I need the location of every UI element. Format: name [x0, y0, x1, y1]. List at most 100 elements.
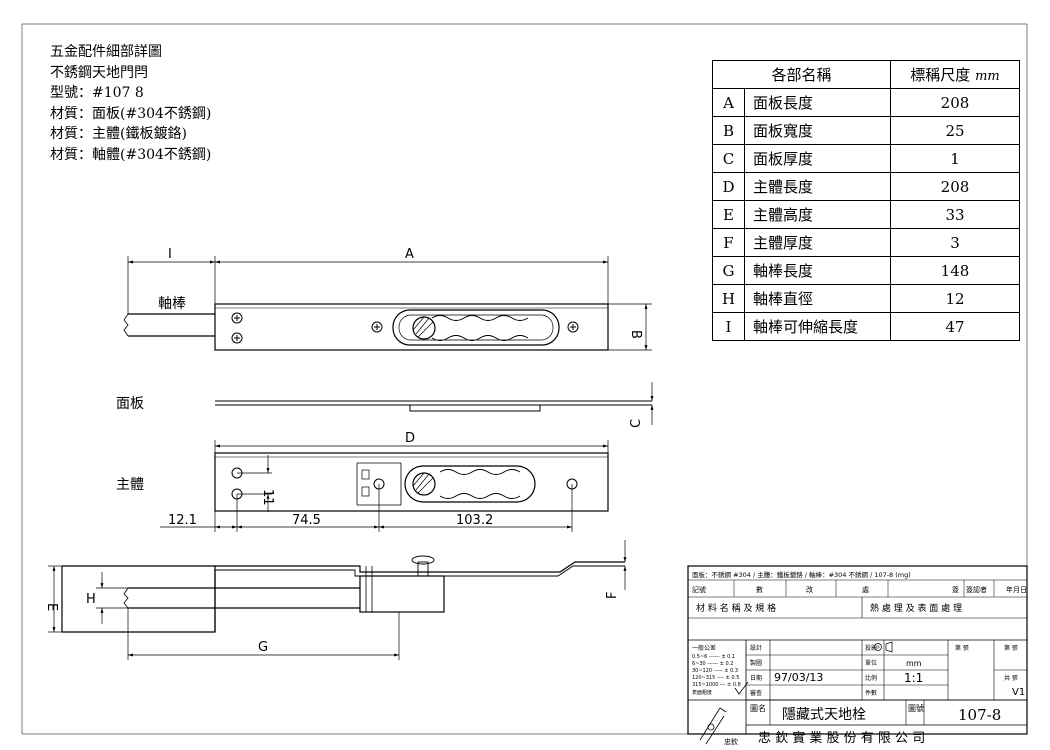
logo-text: 忠欽	[724, 737, 738, 746]
dim-label-i: I	[168, 247, 172, 262]
spec-key: I	[712, 312, 745, 341]
parts-label: 件數	[865, 689, 877, 697]
spec-key: C	[712, 144, 745, 173]
rev-approve-label: 簽認者	[966, 585, 987, 594]
projection-label: 投影	[865, 644, 877, 652]
sheet-label: 第 張	[955, 644, 969, 652]
rev-sign-label: 簽	[952, 585, 959, 594]
company-logo	[699, 707, 727, 745]
scale-label: 比例	[865, 674, 877, 682]
spec-name: 軸棒長度	[744, 256, 891, 285]
drawing-border	[21, 23, 1028, 735]
tolerance-row-2: 30~120 ----- ± 0.3	[692, 668, 738, 674]
spec-name: 主體高度	[744, 200, 891, 229]
dim-label-103-2: 103.2	[456, 513, 493, 528]
header-part-name: 各部名稱	[712, 60, 891, 89]
treatment-header: 熱 處 理 及 表 面 處 理	[870, 602, 962, 614]
dim-label-e: E	[44, 603, 59, 611]
spec-name: 軸棒直徑	[744, 284, 891, 313]
dim-label-12-1: 12.1	[168, 513, 197, 528]
header-unit: mm	[975, 69, 1000, 84]
rev-place-label: 處	[862, 585, 869, 594]
version-value: V1	[1012, 687, 1025, 698]
spec-table-header: 各部名稱 標稱尺度 mm	[712, 60, 1020, 89]
top-note: 面板：不銹鋼 #304 / 主體：鐵板鍍鉻 / 軸棒：#304 不銹鋼 / 10…	[692, 570, 911, 579]
spec-value: 208	[890, 88, 1020, 117]
scale-value: 1:1	[904, 671, 923, 685]
drawn-label: 製圖	[750, 659, 762, 667]
material-header: 材 料 名 稱 及 規 格	[696, 602, 776, 614]
dim-label-f: F	[605, 592, 620, 599]
body-label: 主體	[116, 477, 144, 493]
spec-value: 208	[890, 172, 1020, 201]
spec-value: 25	[890, 116, 1020, 145]
dim-label-h: H	[86, 592, 96, 607]
total-count-label: 共 張	[1004, 674, 1018, 682]
side-elevation	[48, 540, 627, 660]
spec-key: G	[712, 256, 745, 285]
shaft-label: 軸棒	[158, 296, 186, 312]
dim-label-a: A	[405, 247, 414, 262]
unit-value: mm	[906, 659, 922, 668]
unit-label: 單位	[865, 659, 877, 667]
note-material-panel: 材質：面板(#304不銹鋼)	[50, 105, 212, 122]
spec-value: 148	[890, 256, 1020, 285]
spec-key: B	[712, 116, 745, 145]
spec-value: 3	[890, 228, 1020, 257]
dim-label-74-5: 74.5	[292, 513, 321, 528]
design-label: 設計	[750, 644, 762, 652]
spec-name: 軸棒可伸縮長度	[744, 312, 891, 341]
note-material-shaft: 材質：軸體(#304不銹鋼)	[50, 146, 212, 163]
spec-name: 主體厚度	[744, 228, 891, 257]
checked-label: 審查	[750, 689, 762, 697]
spec-name: 面板厚度	[744, 144, 891, 173]
dimension-labels: I A B C D E F G H 11 12.1 74.5 103.2	[44, 247, 644, 655]
note-material-body: 材質：主體(鐵板鍍鉻)	[50, 126, 187, 142]
tolerance-title: 一般公差	[692, 644, 716, 652]
top-view	[123, 256, 652, 351]
header-nominal-size: 標稱尺度 mm	[890, 60, 1020, 89]
dim-label-d: D	[405, 431, 415, 446]
date-value: 97/03/13	[774, 671, 823, 684]
panel-view	[215, 382, 654, 425]
dim-label-b: B	[628, 330, 643, 339]
rev-change-label: 改	[806, 585, 813, 594]
rev-date-label: 年月日	[1006, 585, 1027, 594]
spec-value: 12	[890, 284, 1020, 313]
tolerance-row-1: 6~30 ------ ± 0.2	[692, 661, 733, 667]
sheet-count-label: 第 張	[1004, 644, 1018, 652]
panel-label: 面板	[116, 396, 144, 412]
drawing-number: 107-8	[958, 706, 1001, 724]
title-block-text: 面板：不銹鋼 #304 / 主體：鐵板鍍鉻 / 軸棒：#304 不銹鋼 / 10…	[692, 570, 1027, 746]
company-name: 忠 欽 實 業 股 份 有 限 公 司	[758, 730, 925, 746]
rev-mark-label: 記號	[692, 585, 706, 594]
spec-key: A	[712, 88, 745, 117]
spec-name: 面板寬度	[744, 116, 891, 145]
note-product: 不銹鋼天地門閂	[50, 64, 148, 81]
spec-value: 47	[890, 312, 1020, 341]
drawing-name: 隱藏式天地栓	[782, 707, 866, 723]
spec-key: E	[712, 200, 745, 229]
spec-value: 1	[890, 144, 1020, 173]
tolerance-row-4: 315~1000 --- ± 0.8	[692, 682, 741, 688]
note-title: 五金配件細部詳圖	[50, 44, 162, 60]
tolerance-row-3: 120~315 ---- ± 0.5	[692, 675, 739, 681]
drawing-no-label: 圖號	[908, 703, 924, 713]
spec-key: D	[712, 172, 745, 201]
spec-name: 主體長度	[744, 172, 891, 201]
spec-key: H	[712, 284, 745, 313]
rev-count-label: 數	[756, 585, 763, 594]
header-size-text: 標稱尺度	[910, 66, 971, 84]
drawing-notes: 五金配件細部詳圖 不銹鋼天地門閂 型號：#107 8 材質：面板(#304不銹鋼…	[50, 42, 211, 165]
dim-label-11: 11	[260, 489, 275, 506]
